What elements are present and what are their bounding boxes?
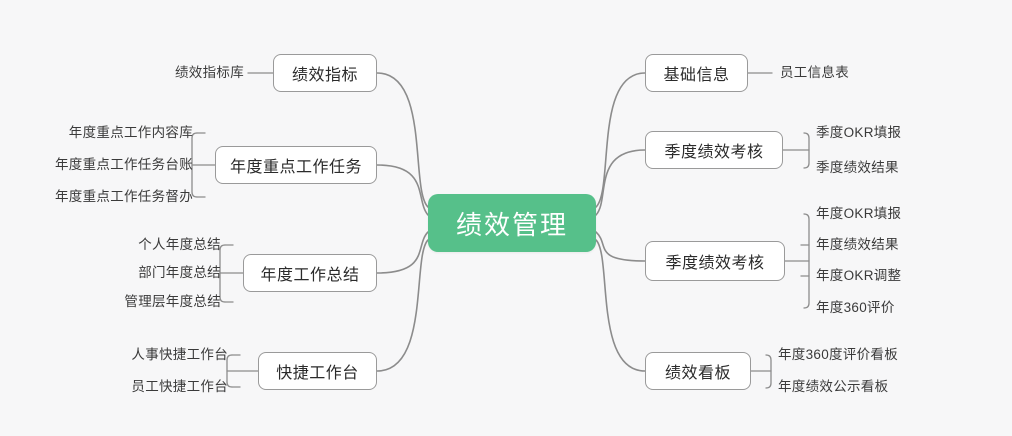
- branch-node-left-4[interactable]: 快捷工作台: [258, 352, 377, 390]
- leaf-right-4-2[interactable]: 年度绩效公示看板: [778, 378, 998, 396]
- leaf-left-4-1[interactable]: 人事快捷工作台: [47, 346, 228, 364]
- branch-node-left-4-label: 快捷工作台: [276, 365, 359, 382]
- leaf-left-2-2-label: 年度重点工作任务台账: [55, 157, 193, 172]
- leaf-left-2-1-label: 年度重点工作内容库: [68, 125, 193, 140]
- leaf-right-3-2[interactable]: 年度绩效结果: [816, 236, 1006, 254]
- branch-node-left-3-label: 年度工作总结: [260, 267, 360, 284]
- branch-node-right-2[interactable]: 季度绩效考核: [645, 131, 783, 169]
- branch-node-right-4[interactable]: 绩效看板: [645, 352, 751, 390]
- leaf-left-1-1-label: 绩效指标库: [175, 65, 244, 80]
- branch-curve-right-2: [595, 149, 646, 216]
- leaf-left-3-3[interactable]: 管理层年度总结: [40, 293, 221, 311]
- branch-node-right-2-label: 季度绩效考核: [664, 144, 764, 161]
- leaf-left-2-1[interactable]: 年度重点工作内容库: [12, 124, 193, 142]
- leaf-right-3-3-label: 年度OKR调整: [816, 268, 902, 283]
- branch-curve-right-1: [595, 72, 646, 208]
- branch-curve-left-3: [376, 231, 429, 274]
- leaf-left-3-2[interactable]: 部门年度总结: [40, 264, 221, 282]
- leaf-left-4-1-label: 人事快捷工作台: [131, 347, 228, 362]
- leaf-right-4-1[interactable]: 年度360度评价看板: [778, 346, 998, 364]
- leaf-left-3-2-label: 部门年度总结: [138, 265, 221, 280]
- leaf-right-2-2-label: 季度绩效结果: [816, 160, 899, 175]
- branch-node-right-1-label: 基础信息: [663, 67, 730, 84]
- leaf-right-3-1-label: 年度OKR填报: [816, 206, 902, 221]
- branch-node-right-1[interactable]: 基础信息: [645, 54, 748, 92]
- branch-curve-left-1: [376, 72, 429, 208]
- branch-node-right-3[interactable]: 季度绩效考核: [645, 241, 785, 281]
- branch-node-left-3[interactable]: 年度工作总结: [243, 254, 377, 292]
- leaf-right-3-4-label: 年度360评价: [816, 300, 895, 315]
- branch-curve-right-3: [595, 231, 646, 262]
- branch-curve-right-4: [595, 239, 646, 372]
- leaf-left-4-2[interactable]: 员工快捷工作台: [47, 378, 228, 396]
- leaf-left-2-3[interactable]: 年度重点工作任务督办: [12, 188, 193, 206]
- branch-curve-left-4: [376, 239, 429, 372]
- branch-node-left-1-label: 绩效指标: [291, 67, 358, 84]
- root-node-performance-management[interactable]: 绩效管理: [428, 194, 596, 252]
- leaf-right-1-1[interactable]: 员工信息表: [780, 64, 980, 82]
- leaf-right-2-1[interactable]: 季度OKR填报: [816, 124, 1006, 142]
- branch-node-right-3-label: 季度绩效考核: [665, 255, 765, 272]
- branch-node-left-1[interactable]: 绩效指标: [273, 54, 377, 92]
- leaf-left-4-2-label: 员工快捷工作台: [131, 379, 228, 394]
- leaf-bracket-right-4: [765, 354, 772, 389]
- leaf-right-3-4[interactable]: 年度360评价: [816, 299, 1006, 317]
- leaf-bracket-right-3: [803, 213, 810, 309]
- leaf-right-3-1[interactable]: 年度OKR填报: [816, 205, 1006, 223]
- leaf-bracket-right-2: [803, 132, 810, 169]
- leaf-right-2-1-label: 季度OKR填报: [816, 125, 902, 140]
- branch-curve-left-2: [376, 164, 429, 216]
- leaf-left-2-2[interactable]: 年度重点工作任务台账: [12, 156, 193, 174]
- branch-node-left-2-label: 年度重点工作任务: [229, 159, 362, 176]
- leaf-right-4-1-label: 年度360度评价看板: [778, 347, 899, 362]
- leaf-right-3-2-label: 年度绩效结果: [816, 237, 899, 252]
- leaf-left-3-1[interactable]: 个人年度总结: [40, 236, 221, 254]
- root-node-label: 绩效管理: [455, 209, 568, 240]
- leaf-left-1-1[interactable]: 绩效指标库: [48, 64, 244, 82]
- leaf-left-3-3-label: 管理层年度总结: [124, 294, 221, 309]
- leaf-right-2-2[interactable]: 季度绩效结果: [816, 159, 1006, 177]
- leaf-right-4-2-label: 年度绩效公示看板: [778, 379, 889, 394]
- leaf-right-1-1-label: 员工信息表: [780, 65, 849, 80]
- branch-node-right-4-label: 绩效看板: [664, 365, 731, 382]
- leaf-right-3-3[interactable]: 年度OKR调整: [816, 267, 1006, 285]
- leaf-left-2-3-label: 年度重点工作任务督办: [55, 189, 193, 204]
- leaf-left-3-1-label: 个人年度总结: [138, 237, 221, 252]
- branch-node-left-2[interactable]: 年度重点工作任务: [215, 146, 377, 184]
